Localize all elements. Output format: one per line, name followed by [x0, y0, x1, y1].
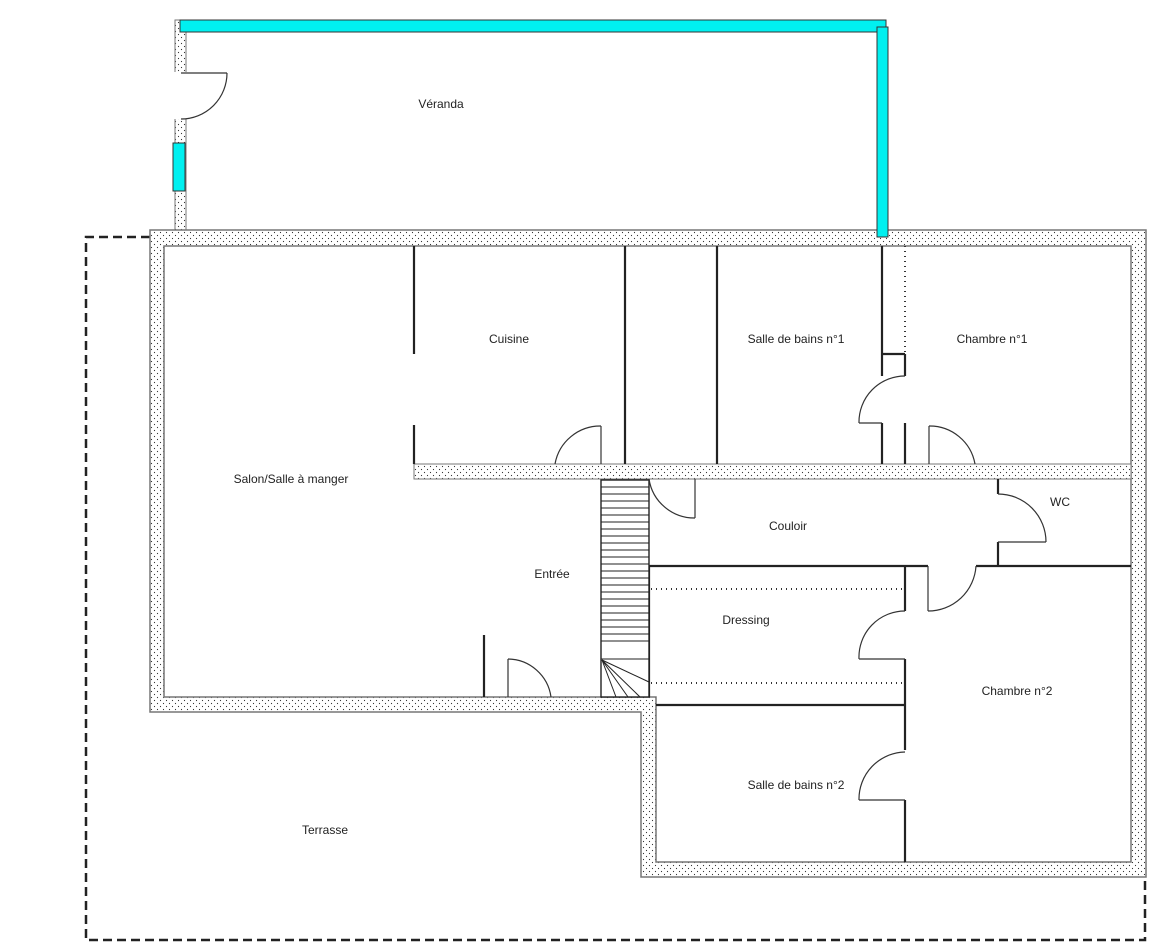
room-label-wc: WC: [1050, 495, 1070, 509]
exterior-wall: [149, 229, 1147, 878]
room-label-chambre-2: Chambre n°2: [981, 684, 1053, 698]
closet-lines: [651, 246, 906, 684]
room-label-entree: Entrée: [534, 567, 570, 581]
room-label-veranda: Véranda: [418, 97, 464, 111]
staircase: [600, 479, 650, 698]
room-label-salle-de-bains-1: Salle de bains n°1: [747, 332, 845, 346]
room-label-salle-de-bains-2: Salle de bains n°2: [747, 778, 845, 792]
room-label-terrasse: Terrasse: [301, 823, 349, 837]
room-label-cuisine: Cuisine: [488, 332, 530, 346]
veranda-glass: [172, 19, 889, 238]
terrace-outline: [84, 235, 1147, 942]
veranda-wall: [174, 19, 187, 231]
room-label-chambre-1: Chambre n°1: [956, 332, 1028, 346]
interior-wall-horizontal: [413, 463, 1132, 480]
doors: [507, 375, 1047, 801]
room-label-dressing: Dressing: [722, 613, 770, 627]
room-label-salon: Salon/Salle à manger: [233, 472, 349, 486]
veranda-door: [174, 72, 228, 120]
room-label-couloir: Couloir: [768, 519, 808, 533]
